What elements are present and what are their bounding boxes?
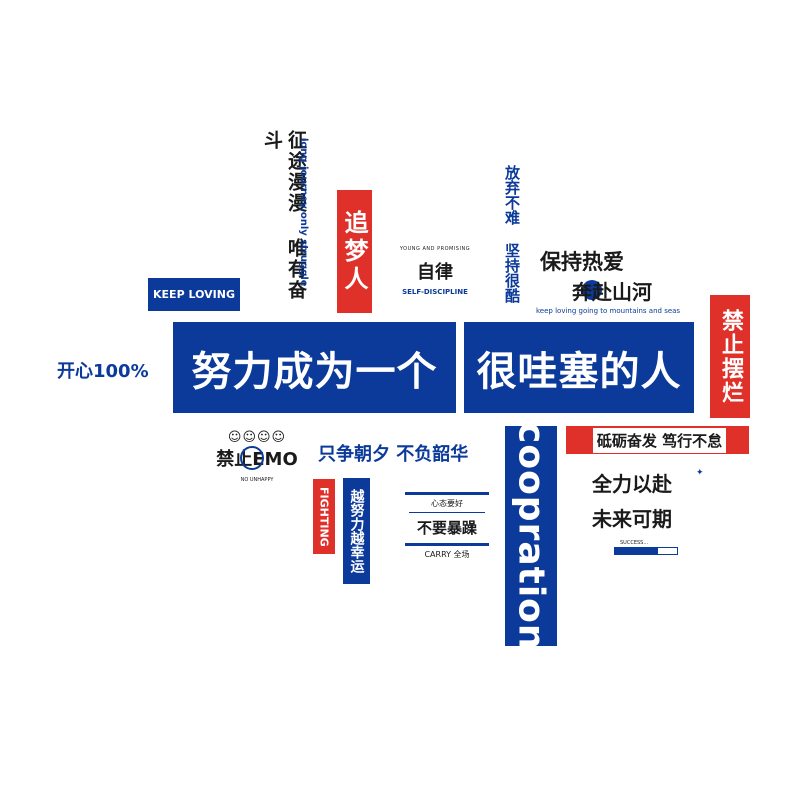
zi-lv-sub: SELF-DISCIPLINE <box>402 288 468 296</box>
bao-chi-sub: keep loving going to mountains and seas <box>536 307 681 315</box>
xin-tai-bottom-bar <box>405 543 489 546</box>
zi-lv-logo: YOUNG AND PROMISING 自律 SELF-DISCIPLINE <box>395 246 475 306</box>
sparkle-icon: ✦ <box>696 468 704 478</box>
zi-lv-title: 自律 <box>417 262 453 283</box>
emoji-faces-icon: ☺☺☺☺ <box>227 430 287 445</box>
prohibit-icon <box>240 446 264 470</box>
coopration-badge: coopration <box>505 422 557 650</box>
zhi-zheng-text: 只争朝夕 不负韶华 <box>318 444 469 465</box>
banner-left: 努力成为一个 <box>173 322 456 413</box>
quan-li-line1: 全力以赴 <box>592 472 672 496</box>
xin-tai-block: 心态要好 不要暴躁 CARRY 全场 <box>405 492 489 564</box>
keep-loving-badge: KEEP LOVING <box>148 278 240 311</box>
coopration-text: coopration <box>510 421 552 651</box>
yue-nu-li-badge: 越努力越幸运 <box>343 478 370 584</box>
fighting-badge: FIGHTING <box>313 479 335 554</box>
di-li-text: 砥砺奋发 笃行不怠 <box>592 427 727 453</box>
bao-chi-block: 保持热爱 奔赴山河 keep loving going to mountains… <box>536 246 680 315</box>
xin-tai-top: 心态要好 <box>431 499 463 508</box>
zheng-tu-text: 征途漫漫 唯有奋斗 <box>261 130 307 301</box>
xin-tai-top-bar <box>405 492 489 495</box>
fang-qi-text: 放弃不难 坚持很酷 <box>503 165 521 303</box>
progress-label: SUCCESS... <box>620 540 649 546</box>
jin-zhi-emo-sub: NO UNHAPPY <box>240 477 274 483</box>
long-journey-text: long journey,only struggle <box>298 138 309 287</box>
zhui-meng-text: 追梦人 <box>340 209 368 294</box>
jin-zhi-bai-lan-text: 禁止摆烂 <box>718 308 743 405</box>
yue-nu-li-text: 越努力越幸运 <box>348 489 365 573</box>
quan-li-line2: 未来可期 <box>592 507 672 531</box>
progress-bar <box>614 547 678 555</box>
progress-fill <box>615 548 659 554</box>
kai-xin-text: 开心100% <box>57 361 149 382</box>
jin-zhi-emo-block: ☺☺☺☺ 禁止EMO NO UNHAPPY <box>212 430 302 486</box>
fighting-text: FIGHTING <box>317 486 331 547</box>
jin-zhi-bai-lan-badge: 禁止摆烂 <box>710 295 750 418</box>
xin-tai-mid: 不要暴躁 <box>416 519 477 537</box>
circle-dot-icon <box>582 280 602 300</box>
di-li-badge: 砥砺奋发 笃行不怠 <box>566 426 749 454</box>
xin-tai-bottom: CARRY 全场 <box>424 550 470 559</box>
xin-tai-divider <box>409 512 485 513</box>
banner-right: 很哇塞的人 <box>464 322 694 413</box>
bao-chi-line2: 奔赴山河 <box>572 280 652 304</box>
zhui-meng-badge: 追梦人 <box>337 190 372 313</box>
zi-lv-arc-text: YOUNG AND PROMISING <box>399 246 471 252</box>
quan-li-block: ✦ 全力以赴 未来可期 SUCCESS... <box>592 468 712 558</box>
bao-chi-line1: 保持热爱 <box>540 250 624 274</box>
